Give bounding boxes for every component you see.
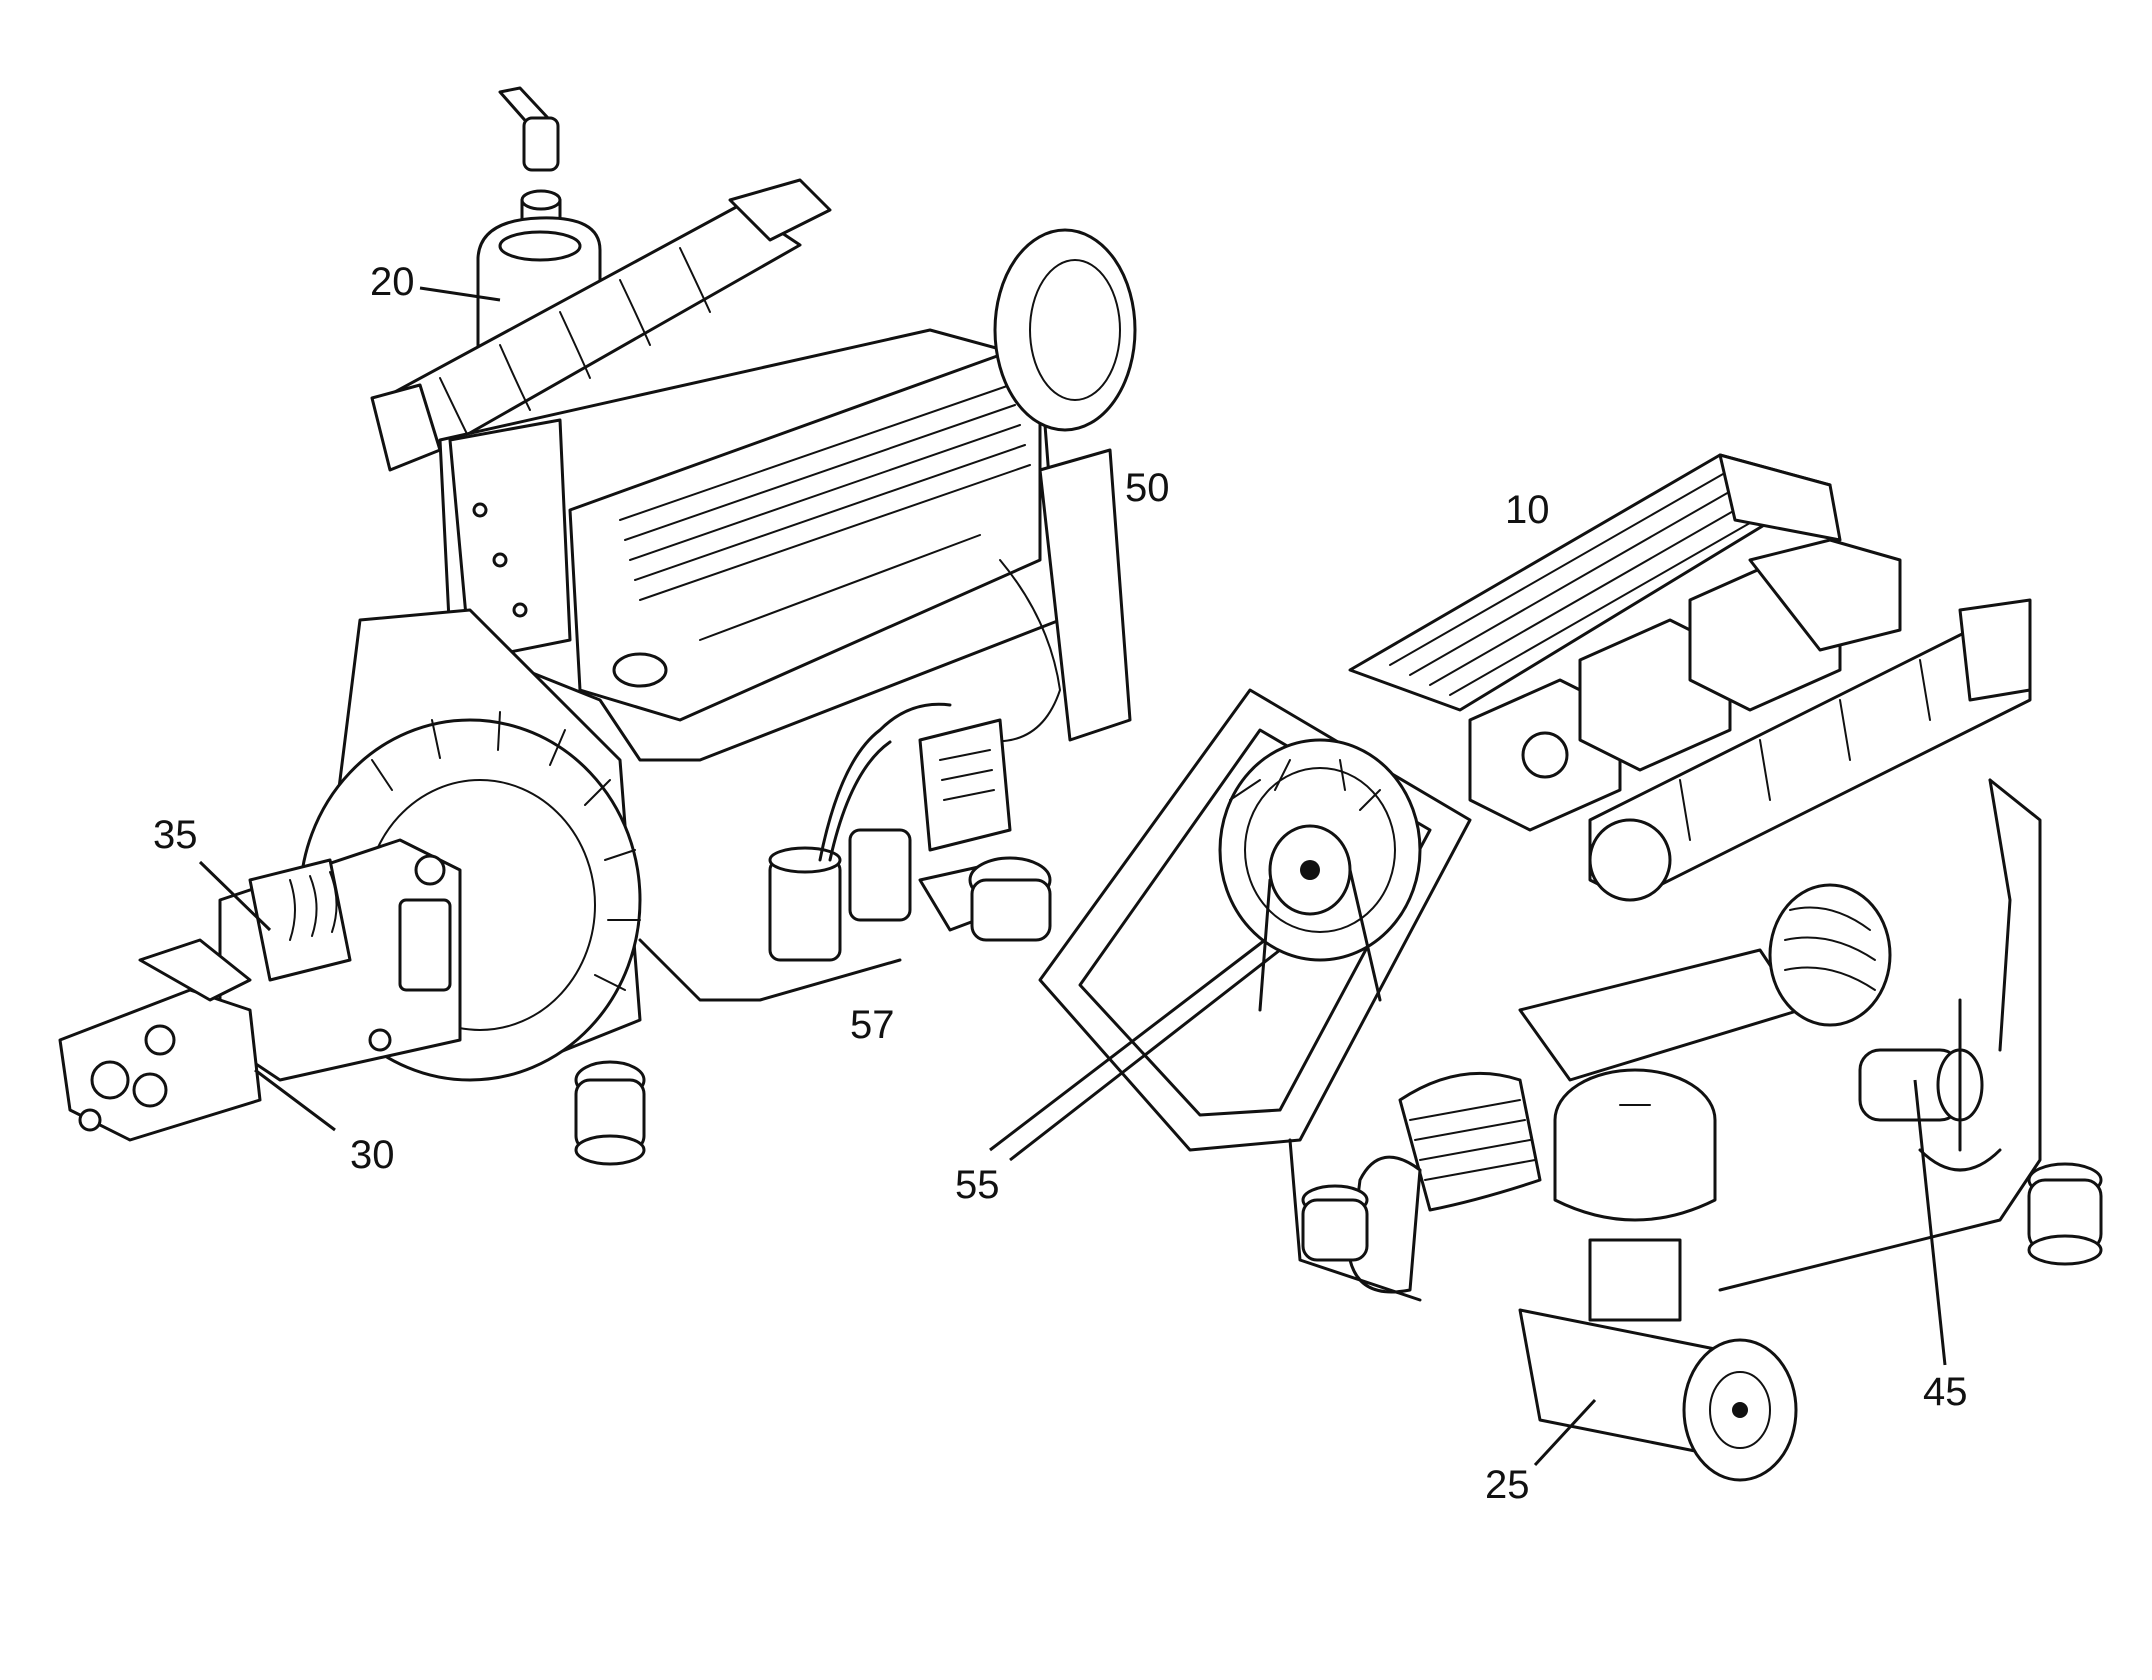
cylinder-heads	[1468, 538, 1902, 832]
callout-45: 45	[1923, 1370, 1968, 1414]
callout-30: 30	[350, 1133, 395, 1177]
lower-components-left	[768, 702, 1012, 962]
callout-10: 10	[1505, 488, 1550, 532]
fan-pulley	[1218, 738, 1422, 1012]
blower-housing	[979, 228, 1137, 743]
engine-mounts-left	[574, 856, 1052, 1166]
leader-35	[198, 860, 272, 932]
air-intake-pipes	[1348, 883, 1892, 1294]
callout-57: 57	[850, 1003, 895, 1047]
cooling-cover	[1348, 453, 1842, 712]
leader-25	[1533, 1398, 1597, 1467]
callout-20: 20	[370, 260, 415, 304]
callout-35: 35	[153, 813, 198, 857]
engine-block-right	[1288, 778, 2042, 1302]
leader-30	[254, 1068, 336, 1132]
callout-25: 25	[1485, 1463, 1530, 1507]
leader-45	[1913, 1079, 1947, 1366]
engine-block-left	[438, 328, 1062, 762]
leader-lines	[198, 286, 1947, 1467]
starter-motor	[1858, 998, 2002, 1172]
leader-20	[419, 286, 501, 302]
engine-mounts-right	[1301, 1162, 2103, 1266]
exhaust-manifold	[370, 178, 832, 472]
callout-55: 55	[955, 1163, 1000, 1207]
intake-manifold	[1588, 598, 2032, 902]
leader-55-a	[989, 938, 1266, 1152]
left-engine-drawing	[58, 86, 1137, 1166]
air-filter	[1518, 1068, 1798, 1482]
hydraulic-pump	[218, 838, 462, 1082]
leader-55-b	[1009, 948, 1281, 1162]
callout-50: 50	[1125, 466, 1170, 510]
gear-pump	[58, 938, 262, 1142]
